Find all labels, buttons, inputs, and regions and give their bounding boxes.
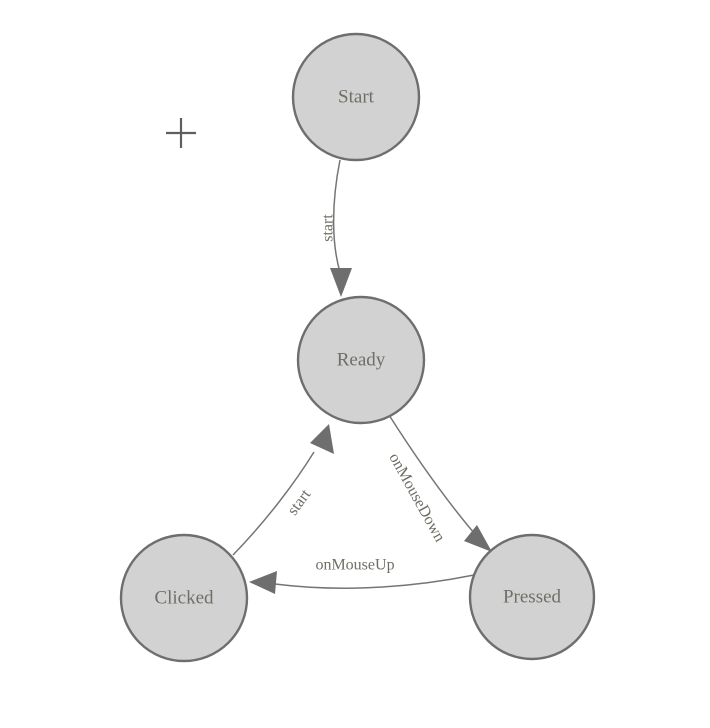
edge-start-to-ready[interactable]: start: [320, 159, 352, 297]
edge-label-pressed-to-clicked: onMouseUp: [315, 557, 394, 574]
crosshair-icon: [166, 118, 196, 148]
edge-ready-to-pressed[interactable]: onMouseDown: [385, 414, 492, 552]
node-pressed[interactable]: Pressed: [468, 533, 596, 661]
node-label-pressed: Pressed: [503, 586, 562, 607]
arrowhead-icon: [249, 571, 277, 594]
node-ready[interactable]: Ready: [296, 295, 426, 425]
arrowhead-icon: [310, 424, 334, 454]
edge-label-ready-to-pressed: onMouseDown: [385, 450, 448, 545]
edge-clicked-to-ready[interactable]: start: [232, 424, 334, 556]
node-label-start: Start: [338, 86, 375, 107]
node-label-clicked: Clicked: [154, 587, 214, 608]
arrowhead-icon: [464, 525, 492, 552]
edge-pressed-to-clicked[interactable]: onMouseUp: [249, 557, 475, 594]
edge-label-start-to-ready: start: [320, 214, 337, 242]
arrowhead-icon: [330, 268, 352, 297]
node-start[interactable]: Start: [291, 32, 421, 162]
node-label-ready: Ready: [337, 349, 386, 370]
node-clicked[interactable]: Clicked: [119, 533, 249, 663]
edge-label-clicked-to-ready: start: [284, 486, 314, 519]
